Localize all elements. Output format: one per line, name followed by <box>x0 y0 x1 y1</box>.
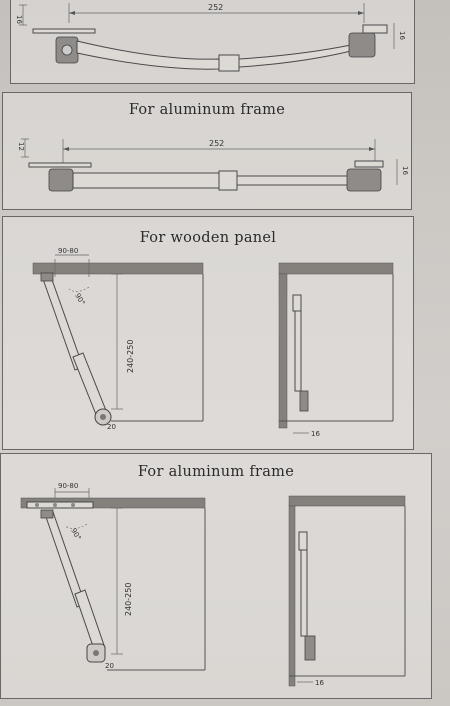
side-view-top-shelf <box>278 262 394 275</box>
side-view-strut <box>300 549 308 637</box>
side-view-top-bar <box>288 495 406 507</box>
strut-cylinder <box>72 352 108 418</box>
side-view-wall <box>288 505 296 687</box>
cabinet-top-shelf <box>32 262 204 275</box>
aluminum-strut-panel: For aluminum frame 12 252 16 <box>2 92 412 210</box>
piston-rod <box>236 175 350 186</box>
aluminum-installation-panel: For aluminum frame 90-80 90° <box>0 453 432 699</box>
cylinder-collar <box>218 54 240 72</box>
right-height-label: 16 <box>398 31 406 40</box>
top-span-label: 90-80 <box>58 482 78 490</box>
top-fitting <box>40 272 54 282</box>
left-mount-plate <box>32 28 96 34</box>
height-range-label: 240-250 <box>124 583 133 616</box>
wooden-strut-panel: wooden 16 252 16 <box>10 0 415 84</box>
length-label: 252 <box>209 139 224 148</box>
right-mount-plate <box>354 160 384 168</box>
left-height-label: 16 <box>15 15 23 24</box>
side-view-strut <box>294 310 302 392</box>
right-height-label: 16 <box>401 166 409 175</box>
side-view-top-fitting <box>298 531 308 551</box>
left-mount-plate <box>28 162 92 168</box>
side-view-wall <box>278 273 288 429</box>
strut-cylinder <box>74 589 106 653</box>
side-view-bottom-fitting <box>299 390 309 412</box>
wooden-installation-drawing: 90-80 90° 240-250 20 16 <box>32 247 394 438</box>
panel-title: For wooden panel <box>139 230 277 246</box>
panel-title: For aluminum frame <box>137 464 295 480</box>
top-fitting <box>40 509 54 519</box>
aluminum-installation-drawing: 90-80 90° 240-250 20 16 <box>20 482 406 687</box>
side-view-top-fitting <box>292 294 302 312</box>
right-end-fitting <box>348 32 376 58</box>
side-view-bottom-fitting <box>304 635 316 661</box>
piston-rod <box>238 44 352 68</box>
cylinder-collar <box>218 170 238 191</box>
angle-label: 90° <box>69 527 82 542</box>
wooden-strut-drawing: 16 252 16 <box>15 3 406 72</box>
height-range-label: 240-250 <box>126 340 135 373</box>
right-end-fitting <box>346 168 382 192</box>
bottom-offset-label: 20 <box>105 662 114 670</box>
left-height-label: 12 <box>17 142 25 151</box>
side-offset-label: 16 <box>311 430 320 438</box>
length-label: 252 <box>208 3 223 12</box>
top-span-label: 90-80 <box>58 247 78 255</box>
angle-label: 90° <box>73 292 86 307</box>
right-mount-plate <box>362 24 388 34</box>
cylinder-body <box>76 40 220 70</box>
side-offset-label: 16 <box>315 679 324 687</box>
panel-title: For aluminum frame <box>128 102 286 118</box>
panel-title: wooden <box>11 0 414 2</box>
cylinder-body <box>72 172 220 189</box>
aluminum-strut-drawing: 12 252 16 <box>17 138 409 192</box>
left-end-fitting <box>48 168 74 192</box>
frame-mount-plate <box>26 501 94 509</box>
wooden-installation-panel: For wooden panel 90-80 90° 240-250 <box>2 216 414 450</box>
bottom-offset-label: 20 <box>107 423 116 431</box>
